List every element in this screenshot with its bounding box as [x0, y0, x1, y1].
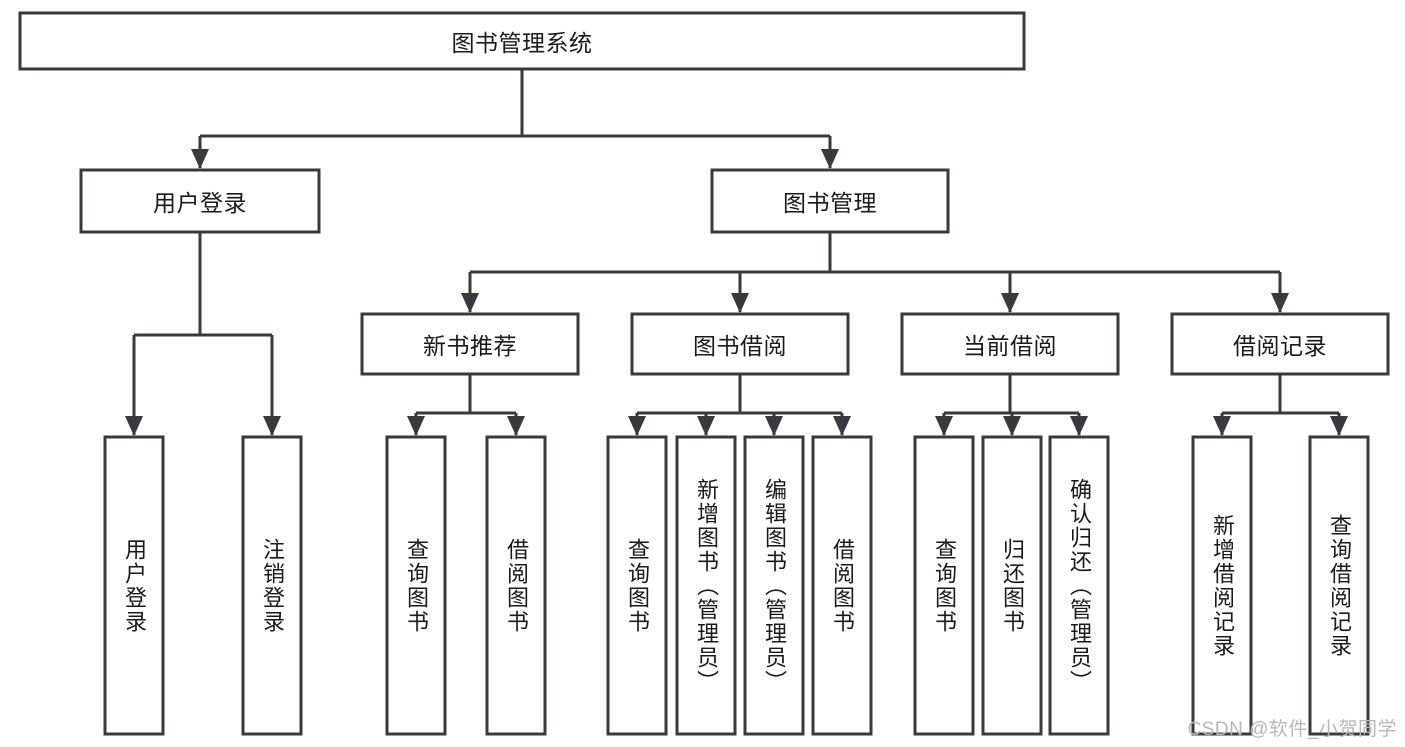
node-leaf-add-book-admin[interactable]: [675, 435, 737, 736]
node-leaf-query-borrow-record[interactable]: [1308, 435, 1370, 736]
node-leaf-user-login[interactable]: [103, 435, 165, 736]
node-book-manage[interactable]: [710, 168, 950, 234]
arrow-book-borrow-to-leaf-borrow-book: [833, 416, 851, 436]
arrow-borrow-record-to-leaf-query-borrow-record: [1330, 416, 1348, 436]
node-boxes: [18, 11, 1390, 736]
node-current-borrow[interactable]: [900, 312, 1120, 376]
node-leaf-edit-book-admin[interactable]: [743, 435, 805, 736]
node-leaf-query-book-rec[interactable]: [385, 435, 447, 736]
arrow-user-login-to-leaf-user-login: [125, 416, 143, 436]
arrow-bm-to-borrow-record: [1271, 293, 1289, 313]
node-book-borrow[interactable]: [630, 312, 850, 376]
arrow-bm-to-new-book-recommend: [461, 293, 479, 313]
arrow-book-borrow-to-leaf-query-book-borrow: [628, 416, 646, 436]
arrow-bm-to-book-borrow: [731, 293, 749, 313]
node-leaf-borrow-book[interactable]: [811, 435, 873, 736]
node-user-login[interactable]: [79, 168, 321, 234]
arrow-book-borrow-to-leaf-edit-book-admin: [765, 416, 783, 436]
node-leaf-borrow-book-rec[interactable]: [485, 435, 547, 736]
node-leaf-query-book-current[interactable]: [913, 435, 975, 736]
node-borrow-record[interactable]: [1170, 312, 1390, 376]
arrow-bm-to-current-borrow: [1001, 293, 1019, 313]
node-leaf-add-borrow-record[interactable]: [1191, 435, 1253, 736]
arrow-root-to-book-manage: [821, 149, 839, 169]
arrow-book-borrow-to-leaf-add-book-admin: [697, 416, 715, 436]
node-root[interactable]: [18, 11, 1026, 71]
node-new-book-recommend[interactable]: [360, 312, 580, 376]
node-leaf-query-book-borrow[interactable]: [606, 435, 668, 736]
arrow-borrow-record-to-leaf-add-borrow-record: [1213, 416, 1231, 436]
watermark-text: CSDN @软件_小贺同学: [1187, 719, 1397, 740]
arrow-new-book-recommend-to-leaf-borrow-book-rec: [507, 416, 525, 436]
arrow-current-borrow-to-leaf-return-book: [1003, 416, 1021, 436]
connector-lines: [125, 69, 1348, 436]
node-leaf-return-book[interactable]: [981, 435, 1043, 736]
node-leaf-confirm-return-admin[interactable]: [1048, 435, 1110, 736]
arrow-user-login-to-leaf-logout: [263, 416, 281, 436]
arrow-current-borrow-to-leaf-confirm-return-admin: [1070, 416, 1088, 436]
arrow-current-borrow-to-leaf-query-book-current: [935, 416, 953, 436]
arrow-new-book-recommend-to-leaf-query-book-rec: [407, 416, 425, 436]
node-leaf-logout[interactable]: [241, 435, 303, 736]
arrow-root-to-user-login: [191, 149, 209, 169]
